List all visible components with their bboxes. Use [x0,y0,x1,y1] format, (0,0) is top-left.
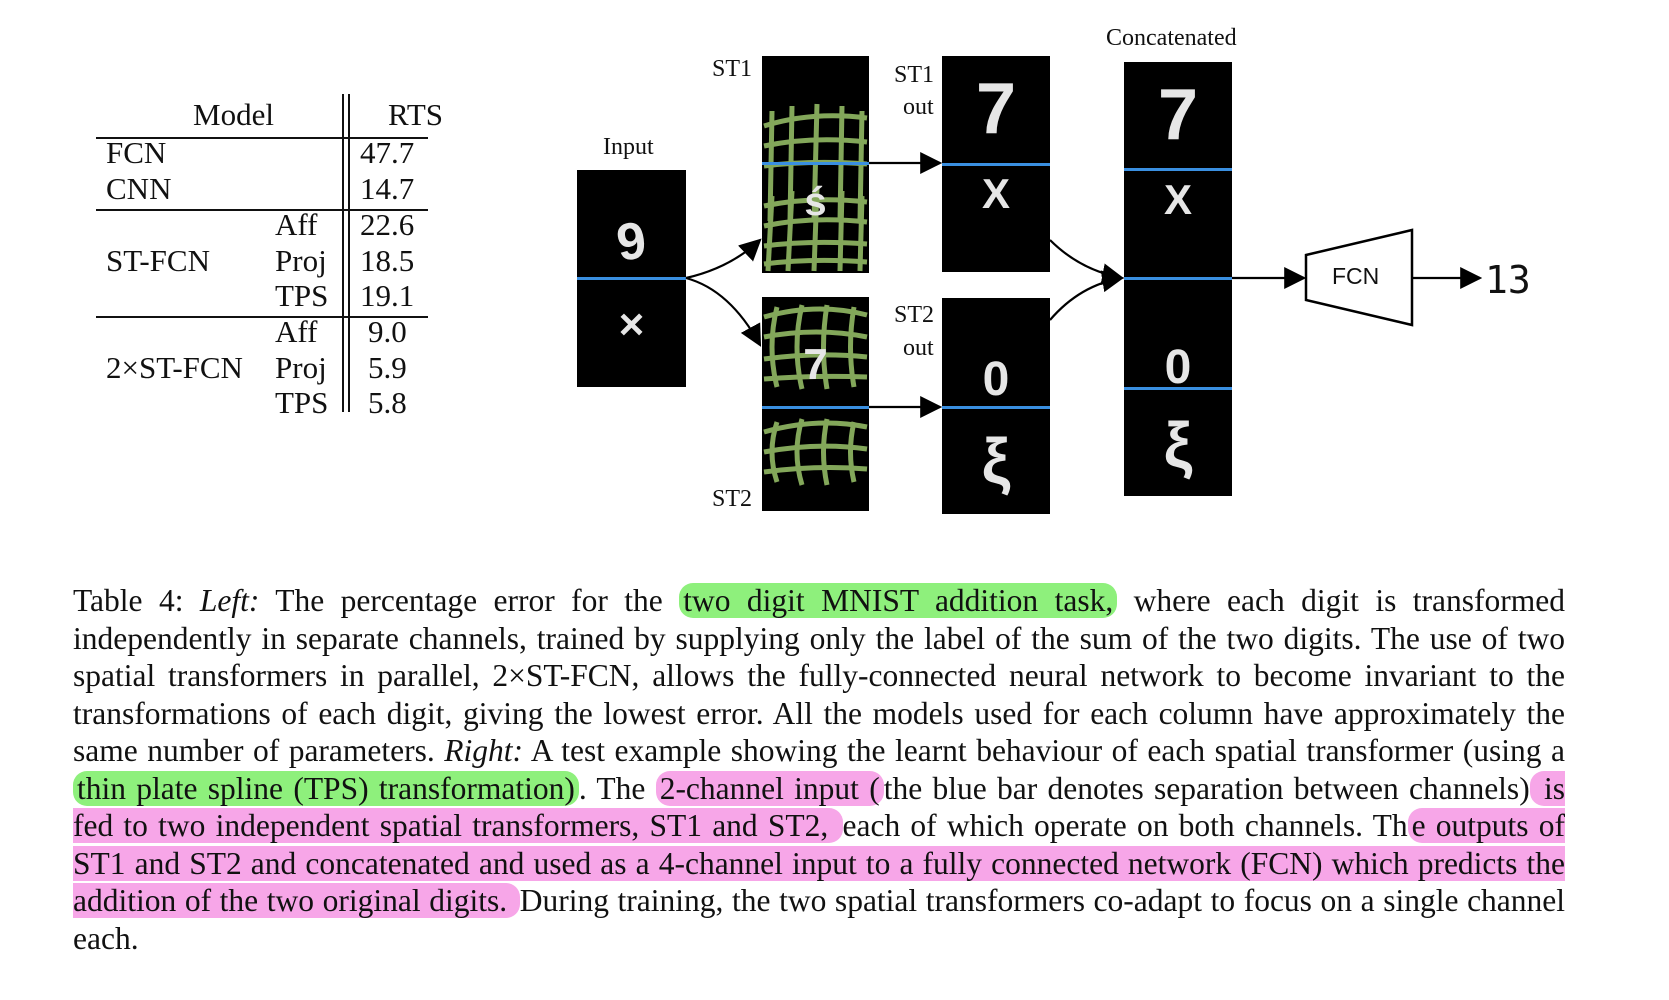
concatenated-label: Concatenated [1106,25,1237,51]
table-row-variant: Aff [275,314,318,349]
highlight-green: thin plate spline (TPS) transformation) [73,770,579,806]
st1-label: ST1 [712,56,753,82]
table-row-value: 19.1 [360,278,415,313]
caption-table-label: Table 4: [73,583,184,618]
st2-out-label-2: out [903,335,934,361]
caption-right-label: Right: [444,733,523,768]
digit: 0 [982,353,1010,406]
table-row-value: 22.6 [360,207,415,242]
table-row-value: 47.7 [360,135,415,170]
header-rts: RTS [388,97,443,132]
channel-separator [1124,387,1232,390]
digit: × [618,300,645,349]
digit: ξ [1163,409,1193,481]
group-rule [96,209,428,211]
channel-separator [762,162,869,165]
output-sum: 13 [1485,258,1531,302]
st1-out-label-2: out [903,94,934,120]
fcn-trapezoid [1304,228,1414,327]
table-row-variant: Proj [275,350,327,385]
arrow-input-to-st1 [685,238,762,280]
figure-arrows [685,152,1483,418]
channel-separator [1124,277,1232,280]
table-row-variant: TPS [275,385,329,420]
channel-separator [942,406,1050,409]
channel-separator [577,277,686,280]
table-row-variant: Proj [275,243,327,278]
header-model: Model [193,97,274,132]
arrow-input-to-st2 [685,276,762,347]
table-row-value: 14.7 [360,171,415,206]
digit: 7 [975,69,1017,149]
table-row-model: 2×ST-FCN [106,350,243,385]
caption-text: where each digit is transformed independ… [73,583,1566,768]
caption-text: During training, the two spatial transfo… [73,883,1566,956]
table-row-value: 9.0 [368,314,407,349]
st2-out-label: ST2 [894,302,935,328]
table-row-model: FCN [106,135,167,170]
fcn-label: FCN [1332,263,1380,289]
st2-label: ST2 [712,486,753,512]
digit: 7 [1157,75,1199,155]
table-row-variant: TPS [275,278,329,313]
table-row-value: 5.9 [368,350,407,385]
caption-text: . The [578,770,656,806]
caption-text: A test example showing the learnt behavi… [523,733,1565,768]
st2-tps-grid [763,304,868,486]
channel-separator [762,406,869,409]
arrow-st1out-to-concat [1049,239,1125,286]
vertical-rule [342,94,344,412]
highlight-green: two digit MNIST addition task, [679,583,1118,618]
digit: X [981,170,1010,217]
arrow-st2out-to-concat [1049,270,1125,321]
caption-text: The percentage error for the [259,583,680,618]
table-row-value: 5.8 [368,385,407,420]
digit: 7 [803,340,828,389]
caption-text: each of which operate on both channels. … [842,808,1408,843]
group-rule [96,316,428,318]
input-label: Input [603,134,654,160]
digit: X [1163,176,1192,223]
caption-text: the blue bar denotes separation between … [883,770,1530,806]
st1-out-label: ST1 [894,62,935,88]
table-row-value: 18.5 [360,243,415,278]
digit: 0 [1164,341,1192,394]
table-caption: Table 4: Left: The percentage error for … [73,582,1566,957]
channel-separator [1124,168,1232,171]
table-row-model: ST-FCN [106,243,210,278]
table-row-model: CNN [106,171,172,206]
highlight-pink: 2-channel input ( [655,770,884,806]
vertical-rule [348,94,350,412]
digit: ś [804,180,827,224]
table-row-variant: Aff [275,207,318,242]
caption-left-label: Left: [199,583,260,618]
header-rule [96,137,428,139]
digit: ξ [981,425,1011,497]
channel-separator [942,163,1050,166]
